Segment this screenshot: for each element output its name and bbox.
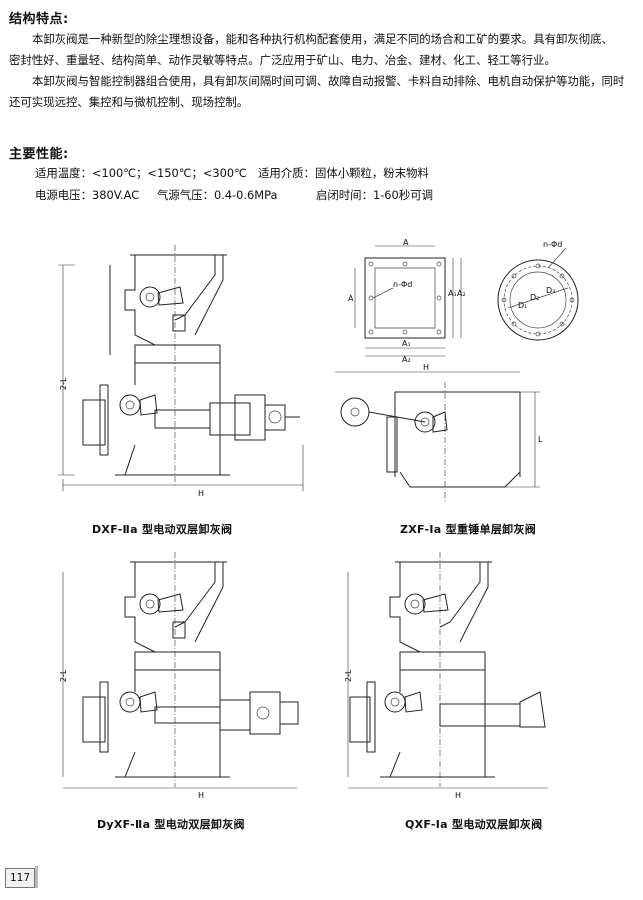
dim-2l-fig3: 2-L: [59, 669, 68, 682]
spec-open-close-time: 启闭时间：1-60秒可调: [316, 188, 433, 202]
page-number: 117: [5, 868, 35, 888]
drawing-zxf-ia: H L: [325, 363, 543, 512]
paragraph-line-3: 本卸灰阀与智能控制器组合使用，具有卸灰间隔时间可调、故障自动报警、卡料自动排除、…: [32, 74, 625, 88]
paragraph-line-2: 密封性好、重量轻、结构简单、动作灵敏等特点。广泛应用于矿山、电力、冶金、建材、化…: [9, 53, 556, 67]
drawing-dxf-iia: 2-L H: [55, 245, 335, 498]
page-number-bar: [35, 866, 38, 888]
caption-dxf-iia: DXF-Ⅱa 型电动双层卸灰阀: [92, 523, 233, 536]
caption-zxf-ia: ZXF-Ⅰa 型重锤单层卸灰阀: [400, 523, 537, 536]
hole-label-round: n-Φd: [543, 240, 562, 249]
dim-a-left: A: [348, 294, 354, 303]
section-title-performance: 主要性能:: [9, 147, 69, 162]
drawing-round-flange: n-Φd D₁ D₂ D₃: [488, 240, 588, 348]
dim-l-fig2: L: [538, 435, 543, 444]
dim-h-fig3: H: [198, 791, 204, 800]
drawing-qxf-ia: 2-L H: [344, 552, 590, 800]
dim-a-top: A: [403, 238, 409, 247]
dim-d1: D₁: [518, 301, 527, 310]
drawing-square-flange: A A₁ A₂ A A₁ A₂ n-Φd: [348, 238, 466, 364]
dim-a1-bottom: A₁: [402, 339, 411, 348]
paragraph-line-1: 本卸灰阀是一种新型的除尘理想设备，能和各种执行机构配套使用，满足不同的场合和工矿…: [32, 32, 613, 46]
caption-dyxf-iia: DyXF-Ⅱa 型电动双层卸灰阀: [97, 818, 245, 831]
dim-2l-fig1: 2-L: [59, 377, 68, 390]
dim-h-fig2: H: [423, 363, 429, 372]
dim-a2-right: A₂: [457, 289, 466, 298]
dim-h-fig4: H: [455, 791, 461, 800]
spec-air-pressure: 气源气压：0.4-0.6MPa: [157, 188, 278, 202]
dim-a1-right: A₁: [448, 289, 457, 298]
section-title-structure: 结构特点:: [9, 12, 69, 27]
dim-d3: D₃: [546, 286, 555, 295]
dim-2l-fig4: 2-L: [344, 669, 353, 682]
dim-d2: D₂: [530, 293, 539, 302]
dim-h-fig1: H: [198, 489, 204, 498]
spec-voltage: 电源电压：380V.AC: [35, 188, 140, 202]
caption-qxf-ia: QXF-Ⅰa 型电动双层卸灰阀: [405, 818, 543, 831]
spec-media: 适用介质：固体小颗粒，粉末物料: [258, 166, 429, 180]
drawing-dyxf-iia: 2-L H: [59, 552, 330, 800]
hole-label-square: n-Φd: [393, 280, 412, 289]
spec-temperature: 适用温度：<100℃；<150℃；<300℃: [35, 166, 247, 180]
paragraph-line-4: 还可实现远控、集控和与微机控制、现场控制。: [9, 95, 249, 109]
dim-a2-bottom: A₂: [402, 355, 411, 364]
